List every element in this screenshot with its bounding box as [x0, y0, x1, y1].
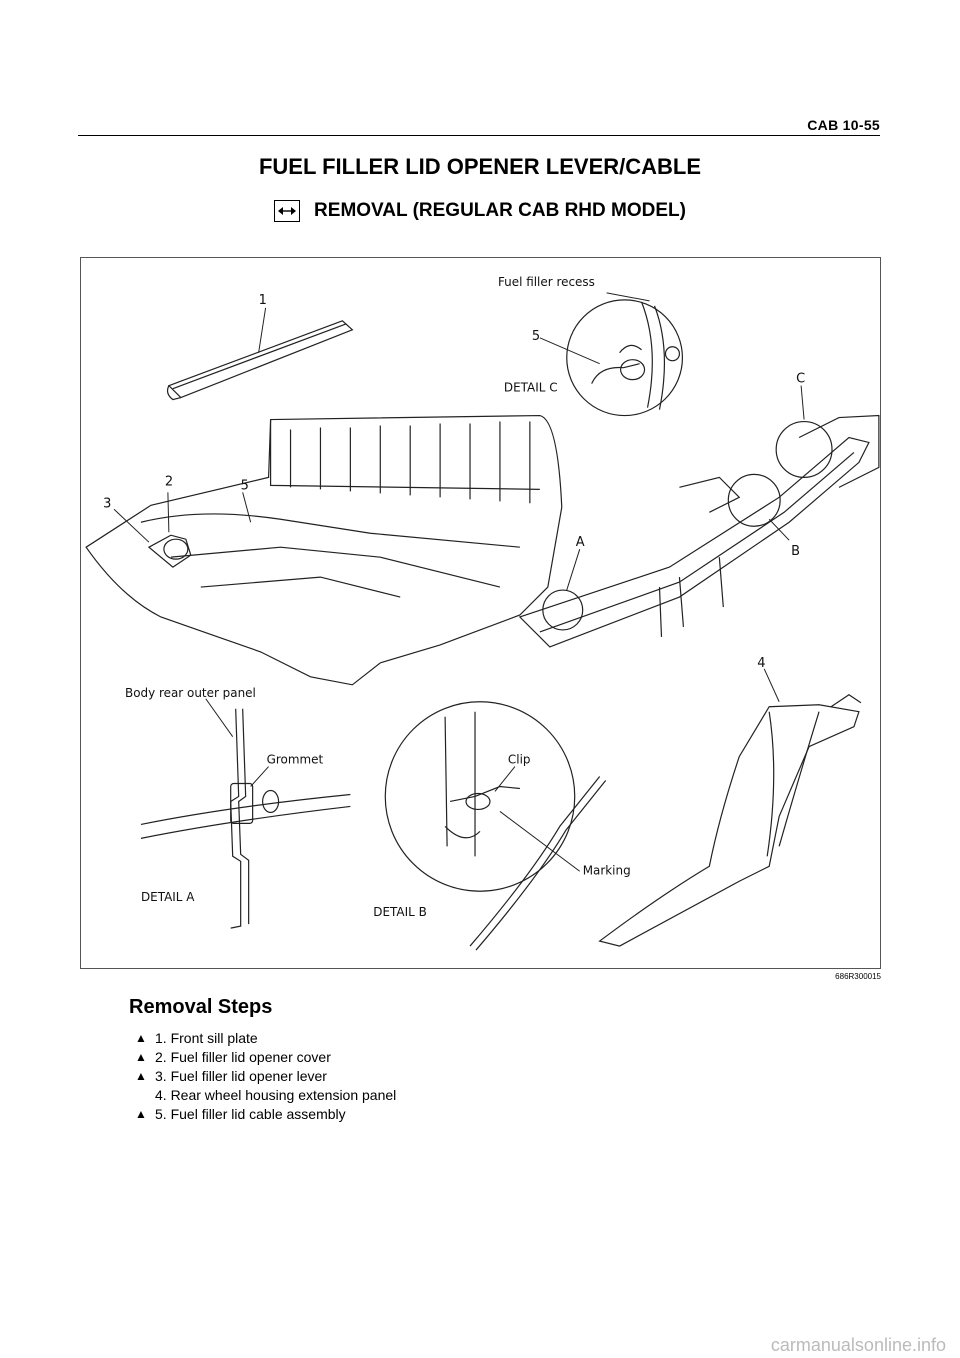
callout-b: B — [791, 544, 800, 559]
callout-c: C — [796, 372, 805, 387]
list-item: ▲3. Fuel filler lid opener lever — [135, 1067, 327, 1084]
rear-wheel-housing-extension — [598, 704, 860, 947]
callout-4: 4 — [757, 656, 765, 671]
cab-floor — [85, 414, 563, 686]
removal-steps-title: Removal Steps — [129, 996, 273, 1018]
callout-2: 2 — [165, 474, 173, 489]
figure-illustration: Fuel filler recess 1 5 DETAIL C C 2 3 5 … — [85, 275, 880, 951]
callout-5: 5 — [241, 478, 249, 493]
callout-3: 3 — [103, 496, 111, 511]
removal-arrows-icon — [274, 200, 301, 222]
label-detail-b: DETAIL B — [373, 905, 427, 919]
list-item: ▲1. Front sill plate — [135, 1029, 258, 1046]
figure-code: 686R300015 — [835, 972, 881, 981]
detail-c-circle — [566, 299, 684, 417]
detail-b-cable — [469, 776, 601, 947]
warning-triangle-icon: ▲ — [135, 1068, 147, 1083]
detail-a-cable — [140, 793, 351, 825]
label-body-rear-outer-panel: Body rear outer panel — [125, 686, 256, 700]
warning-triangle-icon: ▲ — [135, 1106, 147, 1121]
list-item: 4. Rear wheel housing extension panel — [155, 1086, 397, 1103]
callout-a: A — [576, 535, 585, 550]
detail-b-circle — [384, 701, 576, 892]
warning-triangle-icon: ▲ — [135, 1049, 147, 1064]
warning-triangle-icon: ▲ — [135, 1030, 147, 1045]
label-fuel-filler-recess: Fuel filler recess — [498, 275, 595, 289]
subtitle-row: REMOVAL (REGULAR CAB RHD MODEL) — [0, 200, 960, 222]
label-clip: Clip — [508, 753, 531, 767]
label-detail-c: DETAIL C — [504, 381, 558, 395]
label-detail-a: DETAIL A — [141, 890, 195, 904]
label-marking: Marking — [583, 863, 631, 877]
list-item: ▲5. Fuel filler lid cable assembly — [135, 1105, 346, 1122]
page-header: CAB 10-55 — [78, 117, 880, 136]
label-grommet: Grommet — [267, 753, 324, 767]
list-item: ▲2. Fuel filler lid opener cover — [135, 1048, 331, 1065]
frame-rail — [518, 436, 870, 648]
removal-steps-list: ▲1. Front sill plate ▲2. Fuel filler lid… — [135, 1028, 396, 1123]
section-page-number: CAB 10-55 — [807, 117, 880, 133]
section-subtitle: REMOVAL (REGULAR CAB RHD MODEL) — [314, 200, 686, 221]
exploded-view-figure: Fuel filler recess 1 5 DETAIL C C 2 3 5 … — [80, 257, 881, 969]
callout-1: 1 — [259, 293, 267, 308]
callout-5-detail-c: 5 — [532, 329, 540, 344]
detail-a-panel — [230, 708, 242, 929]
front-sill-plate — [167, 320, 354, 399]
page-title: FUEL FILLER LID OPENER LEVER/CABLE — [258, 154, 702, 179]
watermark: carmanualsonline.info — [770, 1335, 946, 1355]
